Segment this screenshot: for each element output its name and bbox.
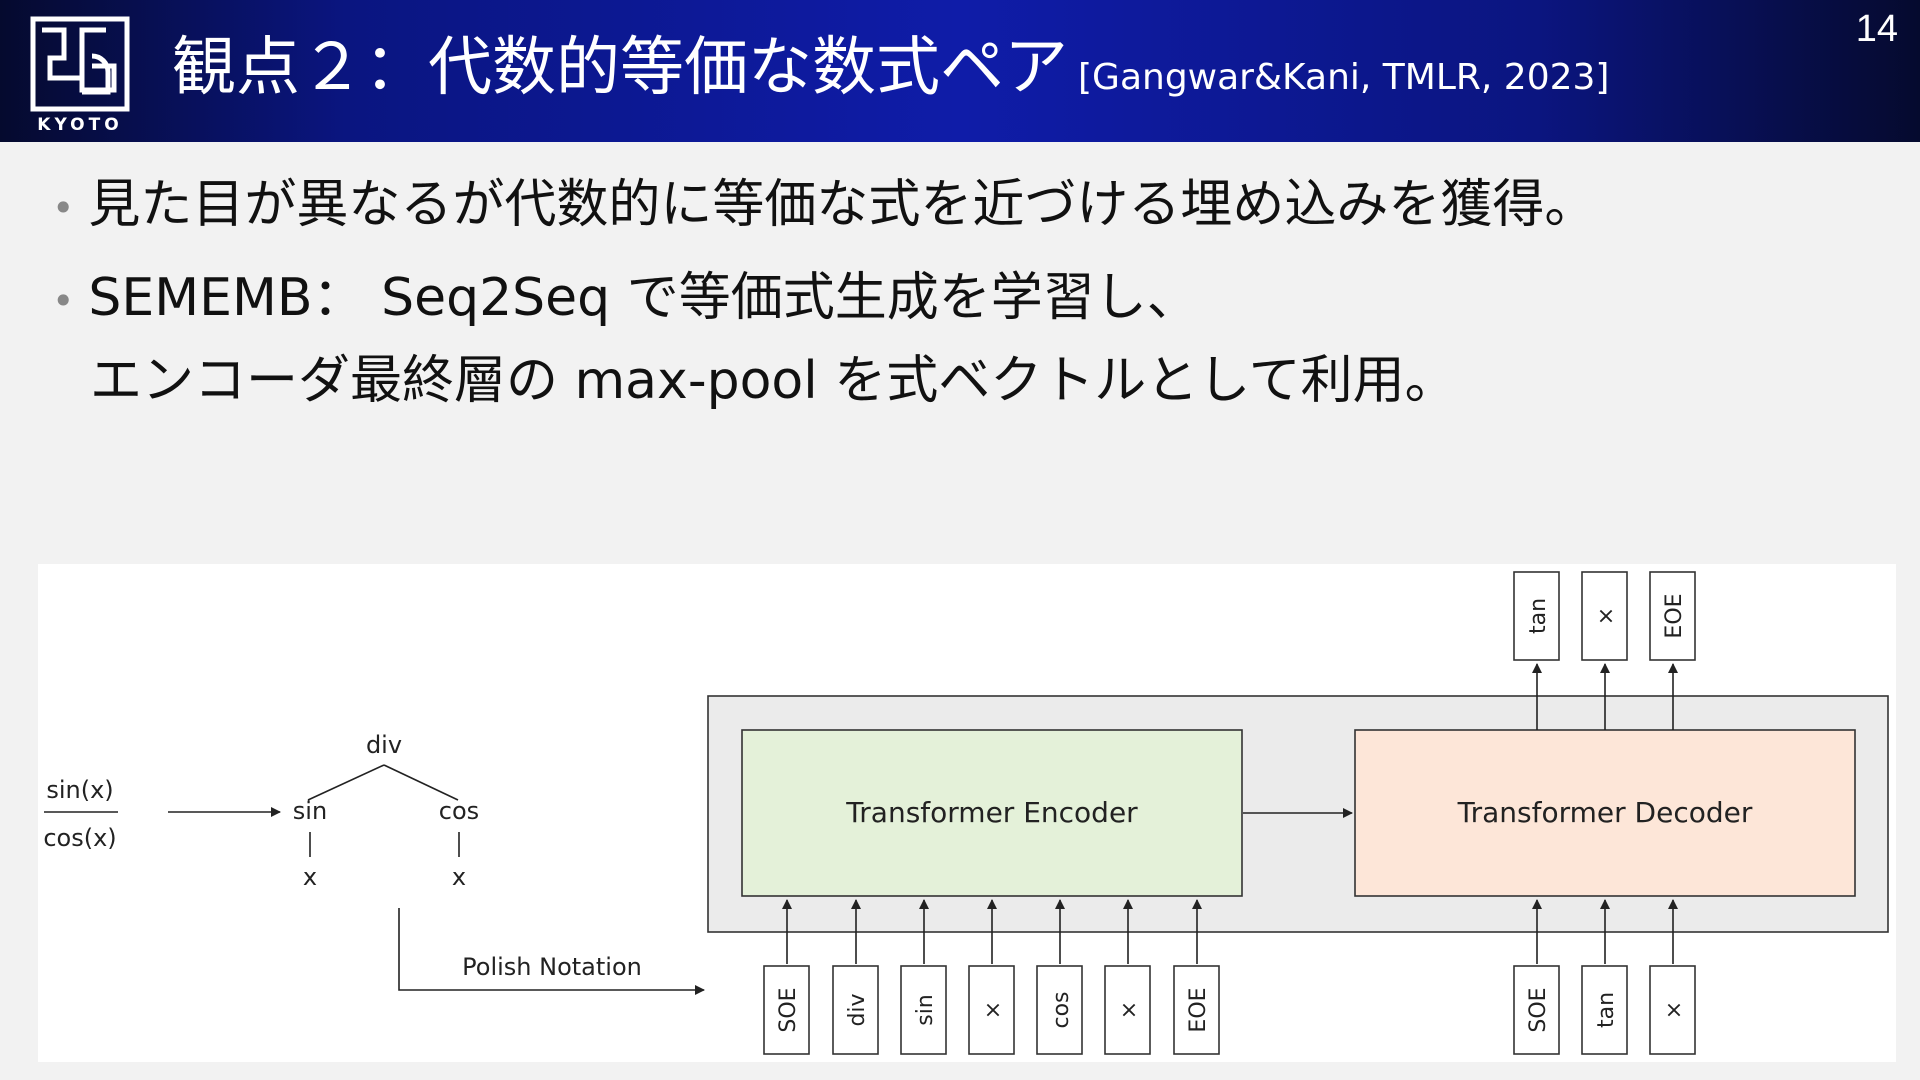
decoder-input-token: × xyxy=(1662,1001,1687,1019)
seq2seq-diagram: sin(x) cos(x) div sin cos x x Polish Not… xyxy=(38,564,1896,1062)
decoder-input-0: SOE xyxy=(1513,899,1560,1055)
tree-node-sin: sin xyxy=(293,797,327,825)
decoder-input-token: tan xyxy=(1594,992,1619,1028)
tree-node-cos: cos xyxy=(439,797,479,825)
encoder-label: Transformer Encoder xyxy=(845,796,1138,829)
encoder-input-4: cos xyxy=(1036,899,1083,1055)
encoder-input-6: EOE xyxy=(1173,899,1220,1055)
encoder-input-token: SOE xyxy=(776,987,801,1032)
encoder-input-token: cos xyxy=(1049,991,1074,1028)
tree-root: div xyxy=(366,731,402,759)
encoder-input-1: div xyxy=(832,899,879,1055)
tree-edge-left xyxy=(307,764,385,801)
bullet-2-text: SEMEMB： Seq2Seq で等価式生成を学習し、 xyxy=(88,268,1199,328)
encoder-input-0: SOE xyxy=(763,899,810,1055)
decoder-box xyxy=(1354,729,1856,897)
tree-leaf-x-right: x xyxy=(452,863,466,891)
fraction-numerator: sin(x) xyxy=(46,776,113,804)
decoder-input-2: × xyxy=(1649,899,1696,1055)
logo-text: KYOTO xyxy=(37,115,122,134)
decoder-input-token: SOE xyxy=(1526,987,1551,1032)
bullet-2: • SEMEMB： Seq2Seq で等価式生成を学習し、 エンコーダ最終層の m… xyxy=(52,258,1457,421)
bullet-2-continuation: エンコーダ最終層の max-pool を式ベクトルとして利用。 xyxy=(90,351,1457,411)
bullet-dot: • xyxy=(52,186,75,230)
decoder-output-token: EOE xyxy=(1662,593,1687,638)
bullet-1: • 見た目が異なるが代数的に等価な式を近づける埋め込みを獲得。 xyxy=(52,165,1596,248)
polish-notation-arrow xyxy=(398,908,705,995)
kyoto-logo: KYOTO xyxy=(30,16,130,134)
tree-leaf-x-left: x xyxy=(303,863,317,891)
encoder-box xyxy=(741,729,1243,897)
title-text: 観点２：代数的等価な数式ペア xyxy=(172,31,1068,105)
polish-notation-label: Polish Notation xyxy=(462,953,642,981)
encoder-input-token: sin xyxy=(913,994,938,1026)
decoder-output-1: × xyxy=(1581,571,1628,730)
bullet-1-text: 見た目が異なるが代数的に等価な式を近づける埋め込みを獲得。 xyxy=(88,175,1597,235)
decoder-output-token: × xyxy=(1594,607,1619,625)
slide-title: 観点２：代数的等価な数式ペア[Gangwar&Kani, TMLR, 2023] xyxy=(172,28,1609,118)
encoder-input-token: × xyxy=(981,1001,1006,1019)
encoder-input-5: × xyxy=(1104,899,1151,1055)
slide-header: KYOTO 観点２：代数的等価な数式ペア[Gangwar&Kani, TMLR,… xyxy=(0,0,1920,142)
fraction-denominator: cos(x) xyxy=(43,824,116,852)
decoder-input-1: tan xyxy=(1581,899,1628,1055)
encoder-input-3: × xyxy=(968,899,1015,1055)
bullet-dot: • xyxy=(52,279,75,323)
decoder-output-token: tan xyxy=(1526,598,1551,634)
tree-edge-right xyxy=(383,764,459,801)
page-number: 14 xyxy=(1855,8,1898,50)
decoder-output-0: tan xyxy=(1513,571,1560,730)
encoder-input-token: EOE xyxy=(1186,987,1211,1032)
decoder-label: Transformer Decoder xyxy=(1457,796,1753,829)
decoder-output-2: EOE xyxy=(1649,571,1696,730)
encoder-input-token: × xyxy=(1117,1001,1142,1019)
citation: [Gangwar&Kani, TMLR, 2023] xyxy=(1078,57,1610,98)
encoder-input-2: sin xyxy=(900,899,947,1055)
encoder-input-token: div xyxy=(845,993,870,1026)
diagram-canvas: sin(x) cos(x) div sin cos x x Polish Not… xyxy=(43,571,1889,1055)
